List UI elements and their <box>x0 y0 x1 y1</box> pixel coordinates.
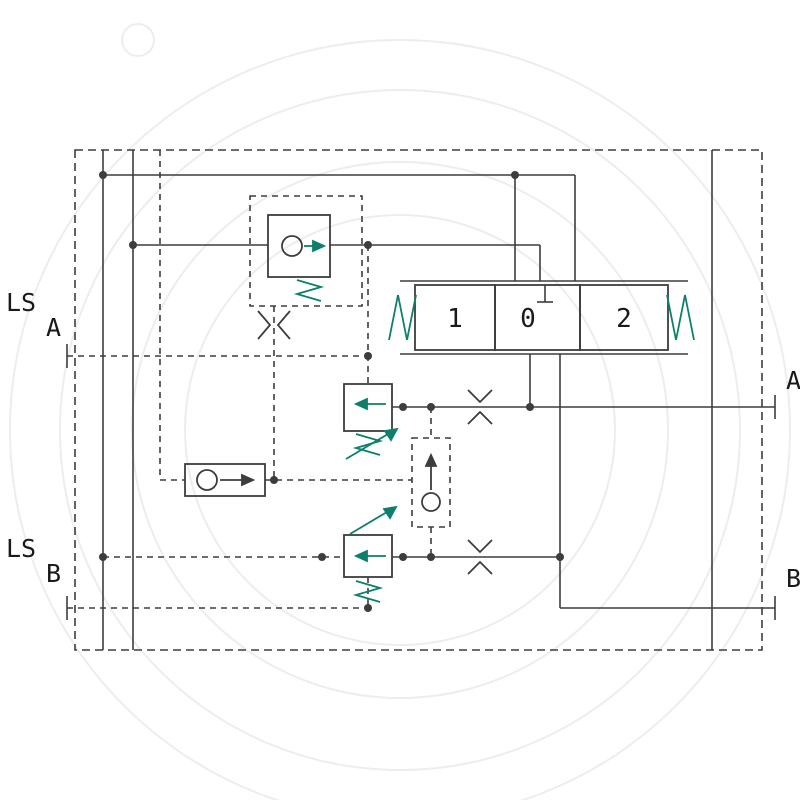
pilot-feed-line <box>159 150 185 481</box>
load-check-body <box>267 214 331 278</box>
valve-spring-right-icon <box>666 294 695 341</box>
label-port-a-left: A <box>46 313 61 342</box>
label-ls-top: LS <box>6 288 36 317</box>
junction-dots <box>99 171 564 612</box>
watermark <box>9 23 791 800</box>
main-lines <box>66 150 776 650</box>
inlet-check-body <box>184 463 266 497</box>
valve-position-2-box <box>579 284 669 351</box>
work-a-orifice-icon <box>467 389 493 425</box>
compensator-valve-a <box>343 383 399 460</box>
flow-arrow-icon <box>424 452 438 490</box>
check-ball-icon <box>421 492 441 512</box>
valve-position-2-label: 2 <box>616 304 632 334</box>
flow-arrow-icon <box>304 239 327 253</box>
adjust-arrow-icon <box>349 505 398 535</box>
load-check-valve <box>267 214 331 302</box>
valve-spring-left-icon <box>388 294 417 341</box>
compensator-b-spring-icon <box>352 580 384 603</box>
pilot-lines <box>67 150 451 609</box>
check-ball-icon <box>281 235 303 257</box>
label-port-b-left: B <box>46 559 61 588</box>
compensator-a-spring-icon <box>352 433 384 456</box>
shuttle-check-valve <box>421 452 441 512</box>
label-ls-bottom: LS <box>6 534 36 563</box>
flow-arrow-icon <box>353 397 386 411</box>
pilot-orifice-icon <box>257 310 291 340</box>
work-b-orifice-icon <box>467 539 493 575</box>
directional-control-valve: 1 0 2 <box>388 284 695 351</box>
compensator-b-body <box>343 534 393 578</box>
adjust-arrow-icon <box>345 427 399 460</box>
inlet-check-valve <box>184 463 266 497</box>
check-ball-icon <box>196 469 218 491</box>
valve-position-0-label: 0 <box>520 304 536 334</box>
compensator-valve-b <box>343 505 398 603</box>
label-port-b-right: B <box>786 564 800 593</box>
flow-arrow-icon <box>353 549 386 563</box>
shuttle-cartridge-boundary <box>411 437 451 528</box>
label-port-a-right: A <box>786 366 800 395</box>
valve-position-1-label: 1 <box>447 304 463 334</box>
tank-vent-icon <box>537 285 553 303</box>
check-valve-cartridge-boundary <box>249 195 363 307</box>
flow-arrow-icon <box>220 473 256 487</box>
module-boundary <box>74 149 763 651</box>
compensator-a-body <box>343 383 393 432</box>
port-labels: LS A LS B A B <box>6 288 800 593</box>
check-spring-icon <box>293 279 325 302</box>
